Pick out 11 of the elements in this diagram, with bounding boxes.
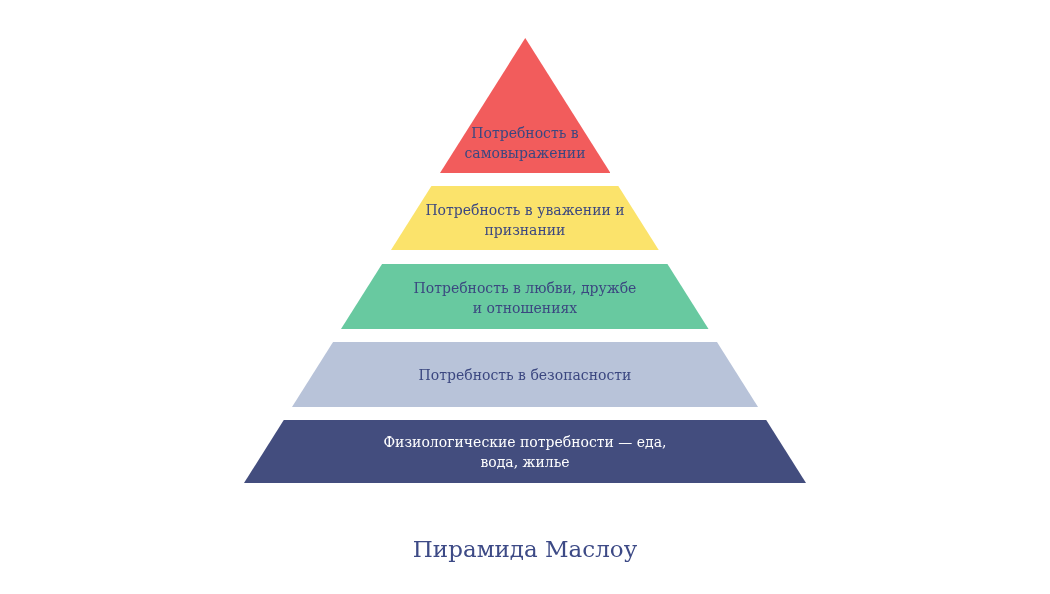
level-label: Потребность в самовыражении bbox=[463, 124, 587, 163]
pyramid-level-trapezoid bbox=[391, 186, 659, 250]
pyramid-level-trapezoid bbox=[341, 264, 709, 329]
level-label: Потребность в уважении и признании bbox=[424, 201, 626, 240]
pyramid-apex-triangle bbox=[439, 38, 611, 173]
level-label: Потребность в любви, дружбе и отношениях bbox=[412, 279, 638, 318]
level-label: Потребность в безопасности bbox=[417, 366, 633, 385]
pyramid-level-trapezoid bbox=[244, 420, 806, 483]
caption: Пирамида Маслоу bbox=[411, 536, 639, 562]
level-label: Физиологические потребности — еда, вода, жилье bbox=[382, 433, 668, 472]
pyramid-level-trapezoid bbox=[292, 342, 758, 407]
